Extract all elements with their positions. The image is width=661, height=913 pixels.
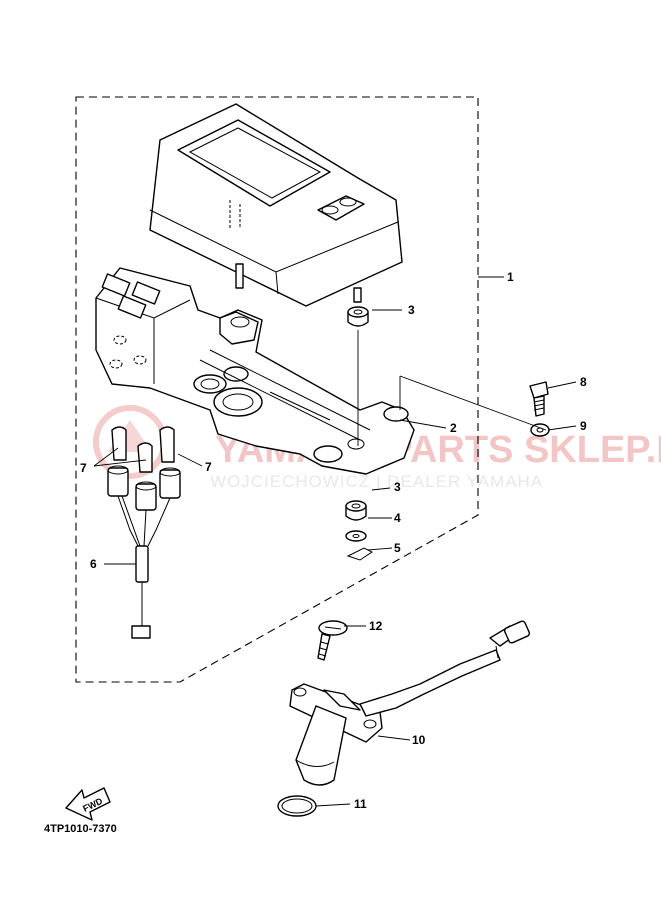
clip [346,547,373,561]
meter-bracket [95,267,415,475]
callout-7-right: 7 [205,460,212,474]
grommet-upper [347,306,369,327]
meter-unit [149,103,403,307]
callout-3-lower: 3 [394,480,401,494]
callout-1: 1 [507,270,514,284]
callouts: 1 2 3 3 4 5 6 7 7 8 9 10 11 12 [80,270,587,811]
callout-7-left: 7 [80,461,87,475]
bulb-sockets [107,426,181,639]
callout-12: 12 [369,619,383,633]
callout-8: 8 [580,375,587,389]
callout-10: 10 [412,733,426,747]
leader-lines [93,276,577,807]
washer [345,530,367,542]
callout-6: 6 [90,557,97,571]
diagram-code: 4TP1010-7370 [44,823,117,835]
screw [317,620,348,661]
callout-11: 11 [354,797,367,811]
callout-9: 9 [580,419,587,433]
callout-4: 4 [394,511,401,525]
fwd-arrow: FWD [65,787,111,821]
callout-5: 5 [394,541,401,555]
callout-2: 2 [450,421,457,435]
speed-sensor [289,620,531,786]
assembly-boundary [75,96,479,683]
o-ring [277,795,317,817]
watermark-subtitle: WOJCIECHOWICZ | DEALER YAMAHA [210,472,543,491]
grommet-lower [345,500,367,521]
bolt [529,381,549,417]
callout-3-upper: 3 [408,303,415,317]
